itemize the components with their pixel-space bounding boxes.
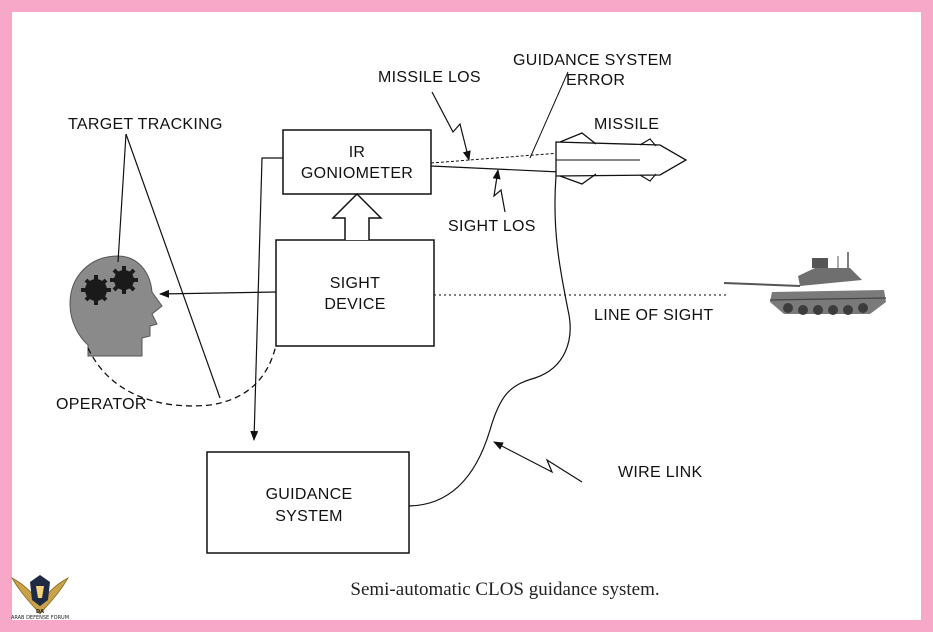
operator-dashed-loop [87, 344, 277, 407]
ir-goniometer-block [282, 129, 432, 195]
goniometer-to-guidance-line [250, 157, 283, 441]
ir-goniometer-label-1: IR [349, 144, 366, 161]
optical-link-arrow [331, 192, 383, 240]
logo-abbr: DA [36, 609, 44, 615]
missile-los-zigzag-arrow [431, 91, 471, 161]
sight-device-block [275, 239, 435, 347]
tank-icon [723, 252, 887, 315]
missile-los-line [430, 152, 561, 164]
target-tracking-line-1 [117, 133, 127, 263]
missile-label: MISSILE [594, 116, 659, 133]
target-tracking-line-2 [125, 133, 221, 399]
guidance-system-label-1: GUIDANCE [266, 486, 353, 503]
guidance-error-line [529, 71, 569, 159]
guidance-system-block [206, 451, 410, 554]
operator-head-icon [69, 255, 163, 357]
line-of-sight-label: LINE OF SIGHT [594, 307, 713, 324]
sight-los-line [430, 165, 561, 173]
sight-to-operator-arrow [159, 289, 277, 298]
sight-los-zigzag-arrow [492, 169, 506, 213]
wire-link-label: WIRE LINK [618, 464, 703, 481]
target-tracking-label: TARGET TRACKING [68, 116, 223, 133]
sight-device-label-1: SIGHT [330, 275, 380, 292]
operator-label: OPERATOR [56, 396, 147, 413]
wire-link-zigzag-arrow [493, 441, 583, 483]
arab-defense-forum-logo: DA ARAB DEFENSE FORUM [11, 575, 69, 621]
sight-los-label: SIGHT LOS [448, 218, 536, 235]
guidance-system-label-2: SYSTEM [275, 508, 343, 525]
guidance-error-label-2: ERROR [566, 72, 625, 89]
logo-text: ARAB DEFENSE FORUM [11, 615, 69, 621]
wire-link-wire [408, 175, 571, 507]
diagram-canvas [12, 12, 921, 620]
guidance-error-label-1: GUIDANCE SYSTEM [513, 52, 672, 69]
ir-goniometer-label-2: GONIOMETER [301, 165, 413, 182]
missile-icon [555, 132, 688, 185]
sight-device-label-2: DEVICE [324, 296, 385, 313]
figure-caption: Semi-automatic CLOS guidance system. [350, 579, 659, 600]
missile-los-label: MISSILE LOS [378, 69, 481, 86]
